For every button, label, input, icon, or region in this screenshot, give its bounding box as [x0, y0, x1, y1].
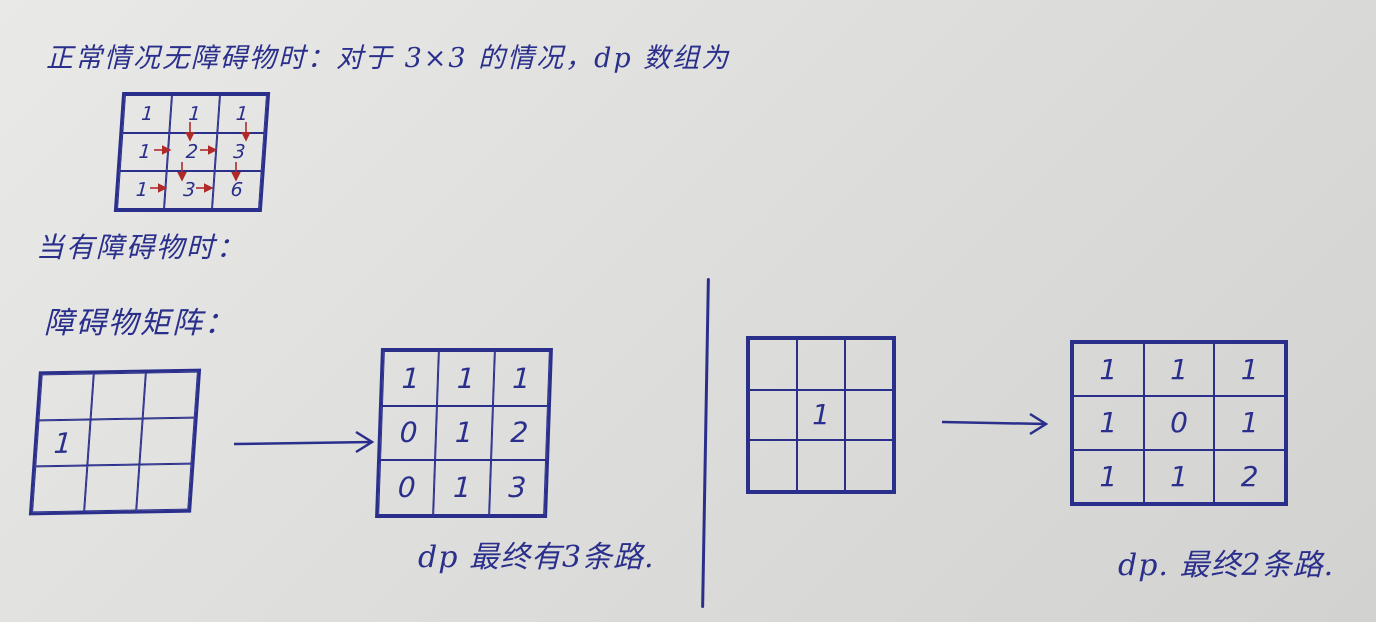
- grid-cell: 0: [378, 460, 436, 515]
- grid-cell: [845, 389, 893, 441]
- grid-cell: [139, 417, 195, 465]
- grid-cell: 1: [437, 351, 495, 406]
- grid-cell: 1: [435, 405, 493, 461]
- dp-result-grid-2: 1 1 1 1 0 1 1 1 2: [1070, 340, 1288, 506]
- grid-cell: [142, 371, 198, 419]
- grid-cell: 1: [1073, 449, 1144, 503]
- dp-result-grid-1: 1 1 1 0 1 2 0 1 3: [375, 348, 553, 518]
- obstacle-matrix-1: 1: [28, 368, 202, 516]
- grid-cell: 1: [381, 351, 440, 406]
- grid-cell: 1: [1214, 343, 1285, 397]
- divider: [701, 277, 710, 609]
- grid-cell: 1: [169, 95, 220, 133]
- grid-cell: 0: [380, 405, 438, 461]
- grid-cell: 1: [1143, 343, 1215, 397]
- caption-result-2: dp. 最终2条路.: [1118, 548, 1335, 583]
- grid-cell: [38, 373, 94, 421]
- grid-cell: 6: [211, 171, 262, 209]
- grid-cell: 2: [1214, 449, 1285, 503]
- grid-cell: [749, 389, 797, 441]
- grid-cell: 1: [492, 351, 550, 406]
- grid-cell: [845, 339, 893, 390]
- grid-cell: [797, 339, 845, 390]
- note-line-with-obstacle: 当有障碍物时：: [36, 231, 247, 264]
- grid-cell: 1: [216, 95, 267, 133]
- grid-cell: 1: [1073, 343, 1144, 397]
- grid-cell: 3: [488, 460, 547, 515]
- grid-cell: 3: [164, 171, 215, 209]
- grid-cell: 1: [122, 95, 173, 133]
- grid-cell: [749, 440, 797, 491]
- note-line-obstacle-matrix: 障碍物矩阵：: [44, 306, 236, 341]
- obstacle-matrix-2: 1: [746, 336, 896, 494]
- dp-grid-no-obstacle: 1 1 1 1 2 3 1 3 6: [113, 92, 271, 212]
- grid-cell: [90, 372, 146, 420]
- grid-cell: [84, 464, 140, 512]
- grid-cell: 3: [214, 133, 265, 171]
- grid-cell: [32, 465, 88, 513]
- grid-cell: 2: [490, 405, 548, 461]
- grid-cell: 1: [797, 389, 845, 441]
- grid-cell: 2: [166, 133, 217, 171]
- grid-cell: 1: [117, 171, 167, 209]
- grid-cell: 1: [35, 419, 91, 467]
- grid-cell: 0: [1143, 396, 1215, 450]
- grid-cell: 1: [1073, 396, 1144, 450]
- grid-cell: [749, 339, 797, 390]
- grid-cell: [136, 463, 192, 511]
- long-arrow-icon: [233, 430, 375, 454]
- note-line-no-obstacle: 正常情况无障碍物时：对于 3×3 的情况，dp 数组为: [46, 43, 731, 74]
- grid-cell: 1: [1143, 449, 1215, 503]
- grid-cell: 1: [1214, 396, 1285, 450]
- grid-cell: [87, 418, 143, 466]
- grid-cell: 1: [433, 460, 491, 515]
- grid-cell: [845, 440, 893, 491]
- caption-result-1: dp 最终有3条路.: [418, 540, 655, 575]
- long-arrow-icon: [941, 412, 1049, 436]
- grid-cell: [797, 440, 845, 491]
- grid-cell: 1: [119, 133, 170, 171]
